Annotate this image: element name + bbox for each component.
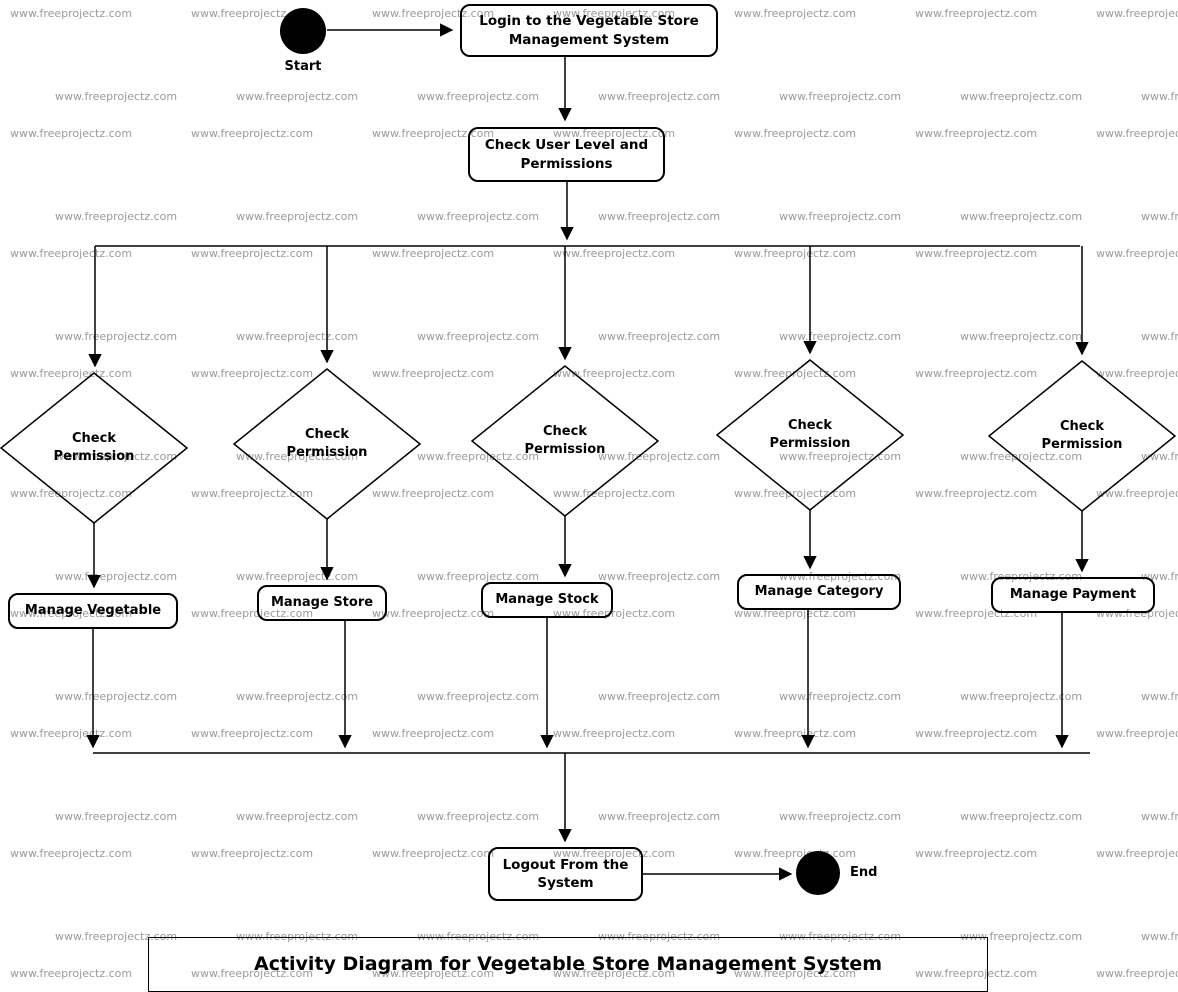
activity-logout-label: Logout From the System (502, 856, 629, 891)
activity-manage-stock: Manage Stock (481, 582, 613, 618)
end-node (796, 851, 840, 895)
decision-label-5: Check Permission (1041, 419, 1123, 452)
start-label: Start (284, 59, 322, 75)
decision-label-1: Check Permission (53, 431, 135, 464)
diagram-title: Activity Diagram for Vegetable Store Man… (148, 937, 988, 992)
activity-manage-store: Manage Store (257, 585, 387, 621)
activity-manage-payment: Manage Payment (991, 577, 1155, 613)
activity-check-user: Check User Level and Permissions (468, 127, 665, 182)
decision-label-3: Check Permission (524, 424, 606, 457)
decision-label-4: Check Permission (769, 418, 851, 451)
activity-manage-category: Manage Category (737, 574, 901, 610)
activity-login-label: Login to the Vegetable Store Management … (479, 13, 699, 48)
decision-label-2: Check Permission (286, 427, 368, 460)
start-node (280, 8, 326, 54)
activity-login: Login to the Vegetable Store Management … (460, 4, 718, 57)
activity-logout: Logout From the System (488, 847, 643, 901)
activity-check-user-label: Check User Level and Permissions (484, 137, 649, 172)
activity-manage-vegetable: Manage Vegetable (8, 593, 178, 629)
end-label: End (850, 865, 878, 881)
